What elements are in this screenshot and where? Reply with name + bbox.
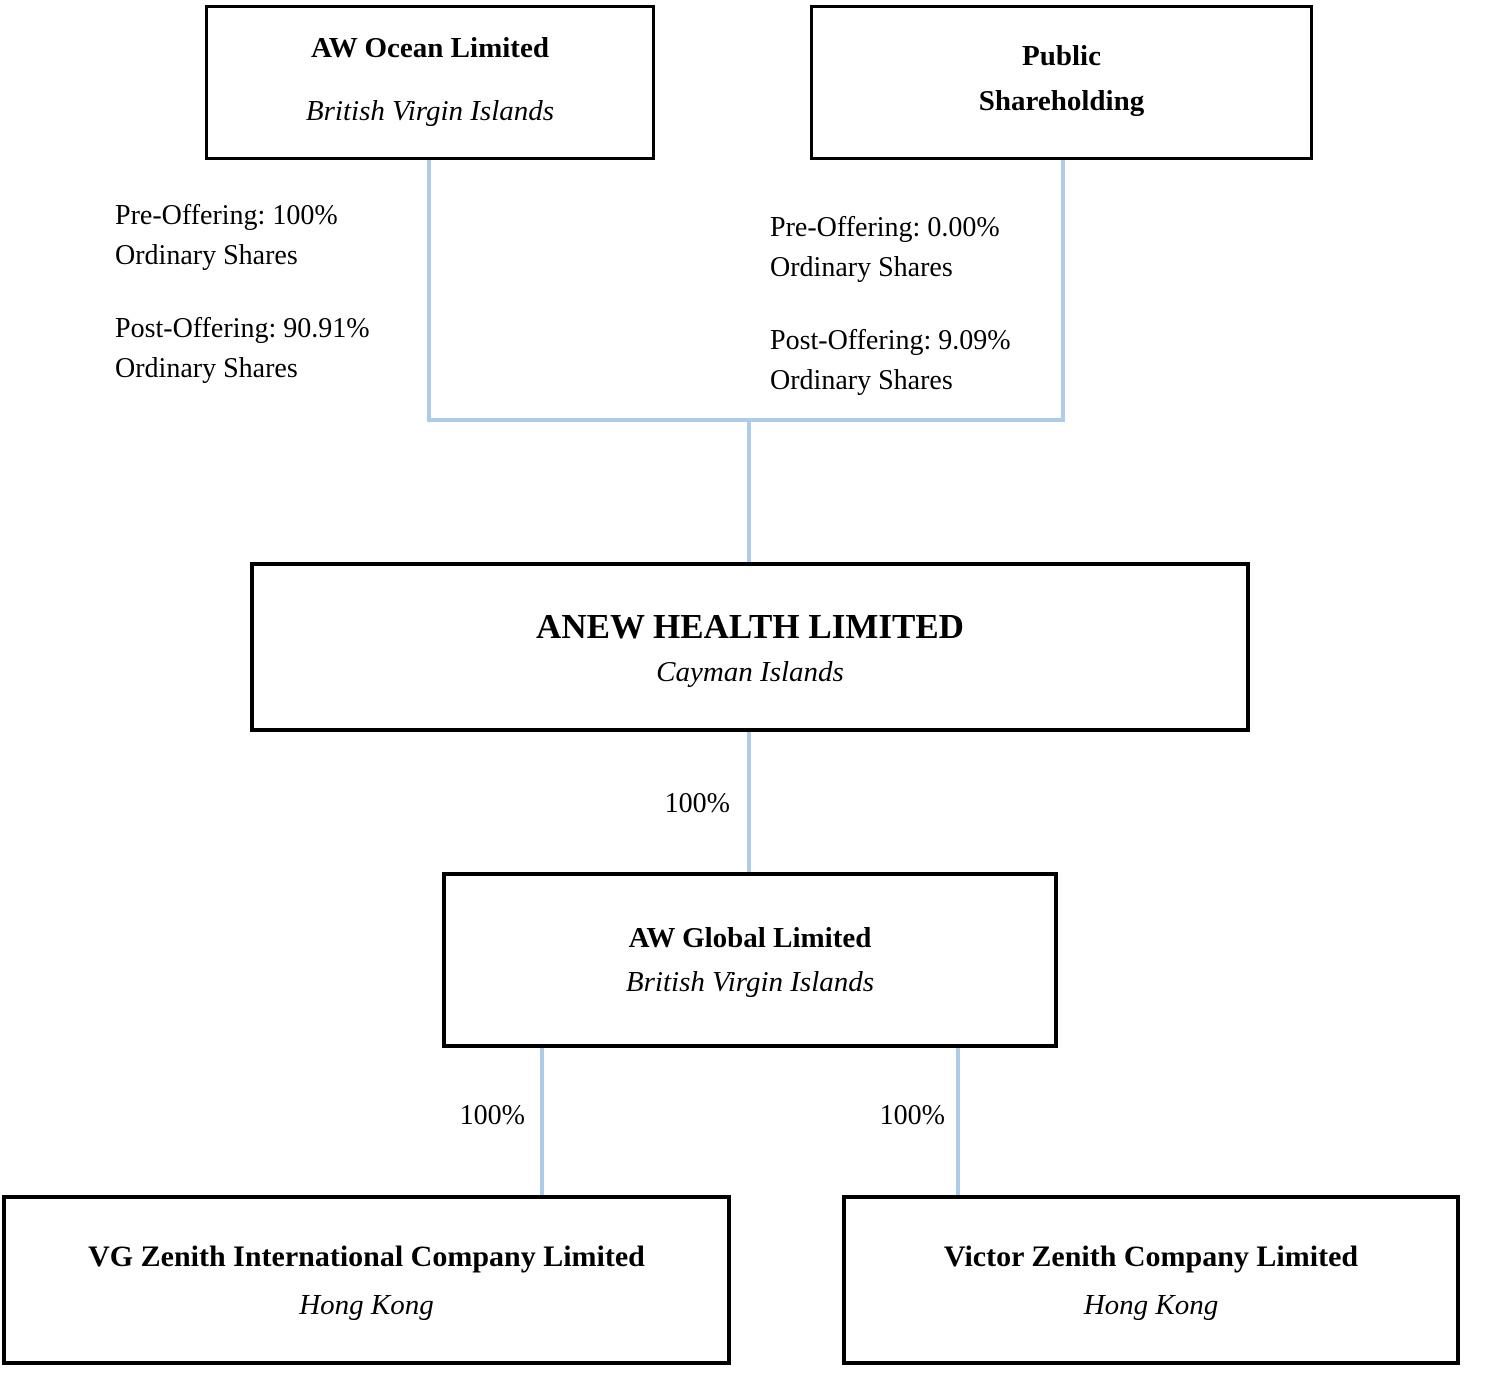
node-aw-global: AW Global Limited British Virgin Islands [442,872,1058,1048]
connector-horizontal-join [427,418,1065,422]
ownership-label-public: Pre-Offering: 0.00% Ordinary Shares Post… [770,208,1011,434]
node-public-shareholding: Public Shareholding [810,5,1313,160]
pre-offering-text: Pre-Offering: 0.00% [770,212,1000,243]
post-offering-text: Post-Offering: 90.91% [115,313,370,344]
node-title: ANEW HEALTH LIMITED [536,606,964,646]
connector-anew-to-aw-global [747,732,751,872]
node-jurisdiction: Cayman Islands [656,656,844,689]
edge-label-aw-global-to-vg: 100% [459,1100,525,1131]
node-jurisdiction: Hong Kong [1083,1289,1219,1322]
edge-label-aw-global-to-victor: 100% [879,1100,945,1131]
node-title-line1: Public [1022,40,1101,72]
post-offering-block: Post-Offering: 9.09% Ordinary Shares [770,321,1011,401]
pre-offering-block: Pre-Offering: 100% Ordinary Shares [115,196,370,276]
node-title: AW Ocean Limited [311,32,549,64]
node-jurisdiction: British Virgin Islands [625,966,875,999]
connector-aw-global-to-victor [956,1048,960,1195]
node-title: Victor Zenith Company Limited [943,1240,1359,1274]
connector-join-to-anew [747,420,751,562]
pre-offering-text: Pre-Offering: 100% [115,200,338,231]
connector-aw-ocean-down [427,160,431,420]
post-offering-text: Ordinary Shares [115,353,298,384]
node-vg-zenith: VG Zenith International Company Limited … [2,1195,731,1365]
node-anew-health: ANEW HEALTH LIMITED Cayman Islands [250,562,1250,732]
post-offering-text: Ordinary Shares [770,365,953,396]
node-title: AW Global Limited [628,921,872,954]
node-jurisdiction: British Virgin Islands [305,94,555,127]
node-title-line2: Shareholding [978,84,1145,117]
ownership-label-aw-ocean: Pre-Offering: 100% Ordinary Shares Post-… [115,196,370,422]
pre-offering-text: Ordinary Shares [770,252,953,283]
edge-label-anew-to-aw-global: 100% [664,788,730,819]
node-aw-ocean: AW Ocean Limited British Virgin Islands [205,5,655,160]
connector-public-down [1061,160,1065,420]
node-victor-zenith: Victor Zenith Company Limited Hong Kong [842,1195,1460,1365]
pre-offering-block: Pre-Offering: 0.00% Ordinary Shares [770,208,1011,288]
post-offering-text: Post-Offering: 9.09% [770,325,1011,356]
post-offering-block: Post-Offering: 90.91% Ordinary Shares [115,309,370,389]
node-jurisdiction: Hong Kong [299,1289,434,1322]
pre-offering-text: Ordinary Shares [115,240,298,271]
node-title: VG Zenith International Company Limited [88,1240,645,1274]
connector-aw-global-to-vg [540,1048,544,1195]
